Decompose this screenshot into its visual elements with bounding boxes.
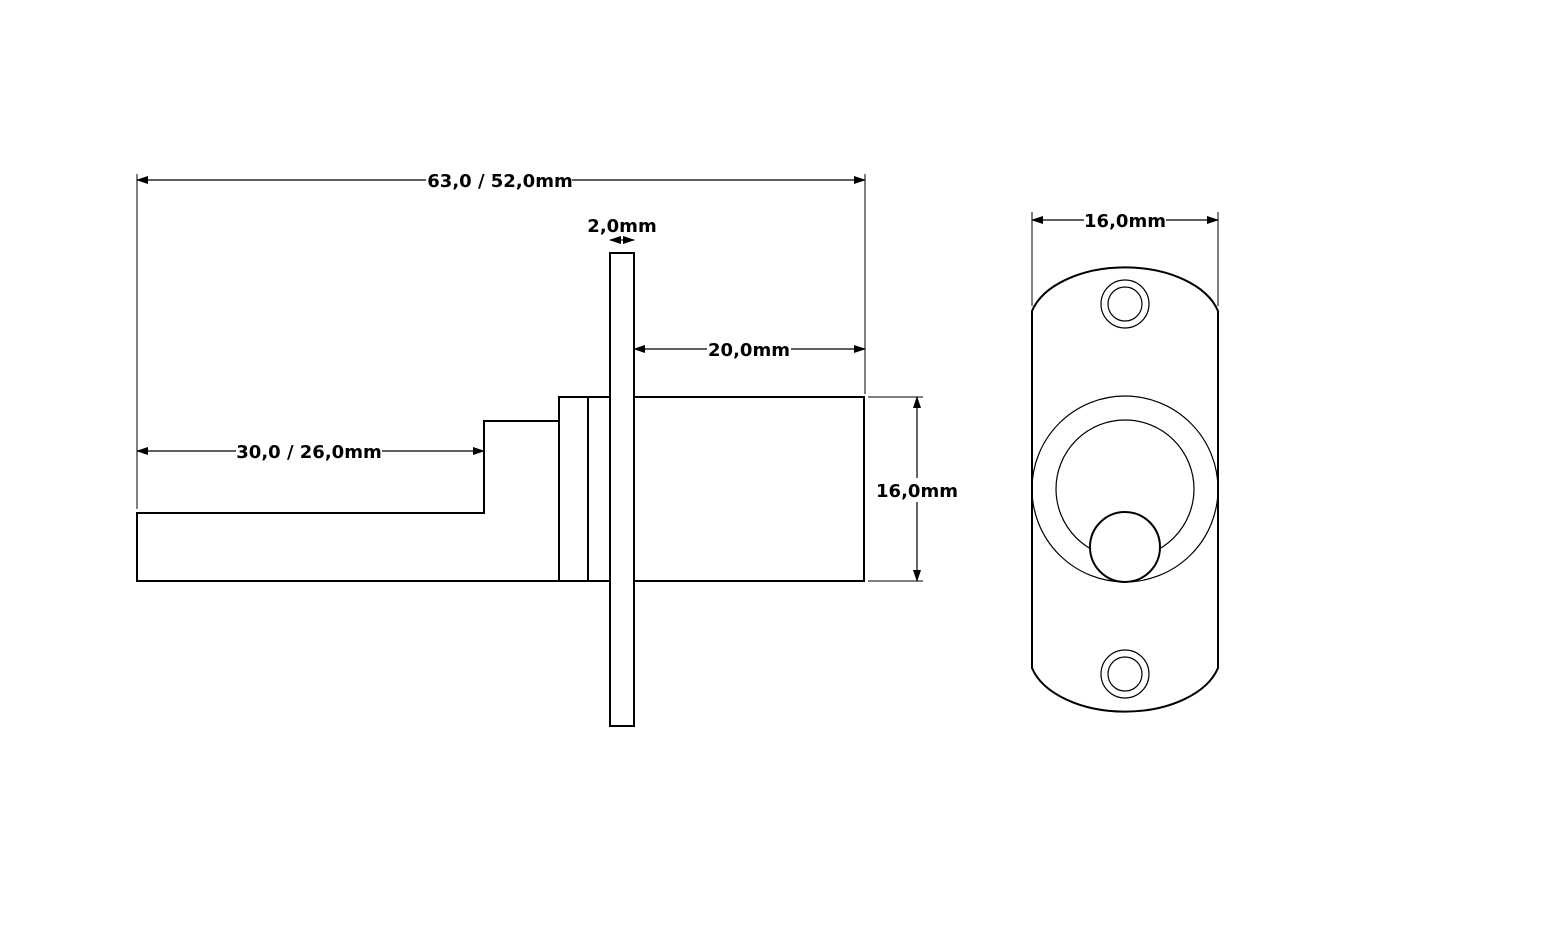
bottom-screw-hole-outer: [1100, 649, 1150, 699]
flange-plate: [609, 252, 635, 727]
collar-ring-outer: [558, 396, 589, 582]
body-diameter-label: 16,0mm: [876, 481, 958, 502]
overall-length-label: 63,0 / 52,0mm: [427, 171, 572, 192]
bottom-screw-hole-inner: [1107, 656, 1143, 692]
body-length-label: 20,0mm: [708, 340, 790, 361]
lock-body: [633, 396, 865, 582]
front-view: 16,0mm: [1031, 208, 1219, 713]
shaft-length-label: 30,0 / 26,0mm: [236, 442, 381, 463]
side-view: 63,0 / 52,0mm 2,0mm 20,0mm 30,0 / 26,0mm…: [136, 168, 958, 727]
collar-ring-inner: [587, 396, 611, 582]
push-button-knob: [1089, 511, 1161, 583]
plate-width-label: 16,0mm: [1084, 211, 1166, 232]
top-screw-hole-inner: [1107, 286, 1143, 322]
flange-thickness-label: 2,0mm: [587, 216, 656, 237]
top-screw-hole-outer: [1100, 279, 1150, 329]
mounting-plate: [1031, 266, 1219, 713]
